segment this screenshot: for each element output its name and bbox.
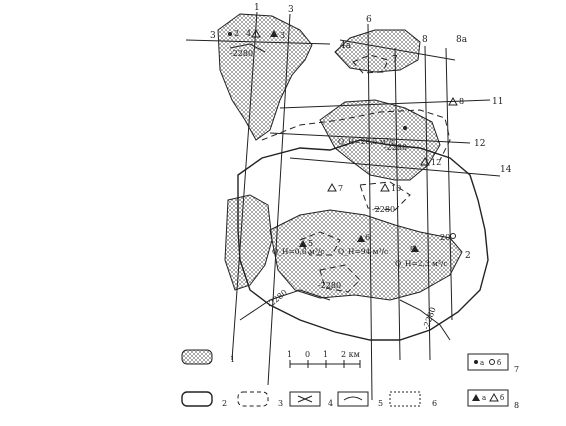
well-dot [228,32,232,36]
flow-label: Q_H=2,3 м³/с [395,259,448,268]
legend: 1 2 3 4 5 6 а б 7 а б 8 [181,349,519,410]
legend-swatch-5 [337,391,369,407]
well-label: 3 [280,31,285,40]
profile-horizontal-12 [269,132,471,144]
legend-number: 4 [328,399,333,408]
well-label: 4 [246,29,251,38]
contour-lines [229,43,451,341]
profile-label: 2 [465,251,471,261]
wells [228,28,458,252]
profile-label: 12 [474,139,485,149]
legend-number: 7 [514,365,519,374]
flow-label: Q_H=28,5 м³/с [338,137,395,146]
well-label: 6 [365,233,370,242]
well-open-circle [450,233,456,239]
well-triangle [357,235,365,242]
well-triangle [327,182,337,192]
well-triangle [411,245,419,252]
contour-label: -2280 [266,288,289,310]
legend-sub: а [480,359,484,367]
well-labels: 2 3 4 5 6 7 8 9 10 12 20 [234,29,464,254]
zone-south [269,209,463,301]
zone-north [217,13,313,141]
profile-label: 4a [340,41,352,51]
legend-swatch-2 [181,391,213,407]
well-triangle [448,96,458,106]
contour-label: -2280 [230,49,253,58]
legend-swatch-1 [181,349,213,365]
profile-8a [445,47,453,321]
well-label: 9 [410,245,415,254]
well-triangle [270,30,278,37]
legend-number: 1 [230,355,235,364]
legend-swatch-7 [467,353,509,371]
well-label: 12 [431,158,441,167]
well-label: 2 [234,29,239,38]
profile-label: 11 [492,97,503,107]
scale-tick: 0 [305,350,310,359]
profile-labels: 1 3 4a 6 7 8 8a 11 12 14 2 3 [210,3,512,261]
profile-label: 3 [210,31,216,41]
flow-label: Q_H=94 м³/с [338,247,388,256]
well-label: 20 [440,233,450,242]
legend-number: 3 [278,399,283,408]
zone-northeast [334,29,421,73]
legend-number: 6 [432,399,437,408]
profile-8 [424,45,431,361]
legend-swatch-6 [389,391,421,407]
profile-diag-2 [339,39,456,61]
scale-tick: 1 [287,350,292,359]
legend-sub: а [482,394,486,402]
legend-sub: б [497,359,501,367]
profile-label: 1 [254,3,260,13]
legend-swatch-8 [467,389,509,407]
profile-6 [367,23,373,401]
dashed-contours [261,54,451,293]
profile-label: 6 [366,15,372,25]
well-label: 7 [338,184,343,193]
scale-bar: 1 0 1 2 км [287,350,361,368]
flow-label: Q_H=0,6 м³/с [272,247,325,256]
profile-lines [185,11,501,401]
scale-tick: 2 км [341,350,360,359]
well-triangle [380,182,390,192]
zone-west [224,194,273,291]
well-label: 5 [308,239,313,248]
profile-label: 14 [500,165,512,175]
profile-label: 8 [422,35,428,45]
flow-labels: Q_H=28,5 м³/с Q_H=94 м³/с Q_H=0,6 м³/с Q… [272,137,448,268]
profile-7 [394,47,401,361]
well-label: 10 [391,184,401,193]
legend-swatch-3 [237,391,269,407]
well-label: 8 [459,97,464,106]
legend-number: 5 [378,399,383,408]
profile-horizontal-3 [185,39,331,45]
well-triangle [251,28,261,38]
well-triangle [299,240,307,247]
legend-number: 8 [514,401,519,410]
contour-label: -2280 [372,205,395,214]
contour-label: -2280 [384,143,407,152]
profile-horizontal-14 [289,157,501,177]
legend-swatch-4 [289,391,321,407]
contour-label: -2280 [318,281,341,290]
profile-1 [231,11,258,361]
legend-number: 2 [222,399,227,408]
profile-label: 7 [392,55,398,65]
profile-label: 8a [456,35,468,45]
profile-label: 3 [288,5,294,15]
well-triangle [420,156,430,166]
legend-sub: б [500,394,504,402]
scale-tick: 1 [323,350,328,359]
profile-3 [267,13,291,386]
well-dot [403,126,407,130]
